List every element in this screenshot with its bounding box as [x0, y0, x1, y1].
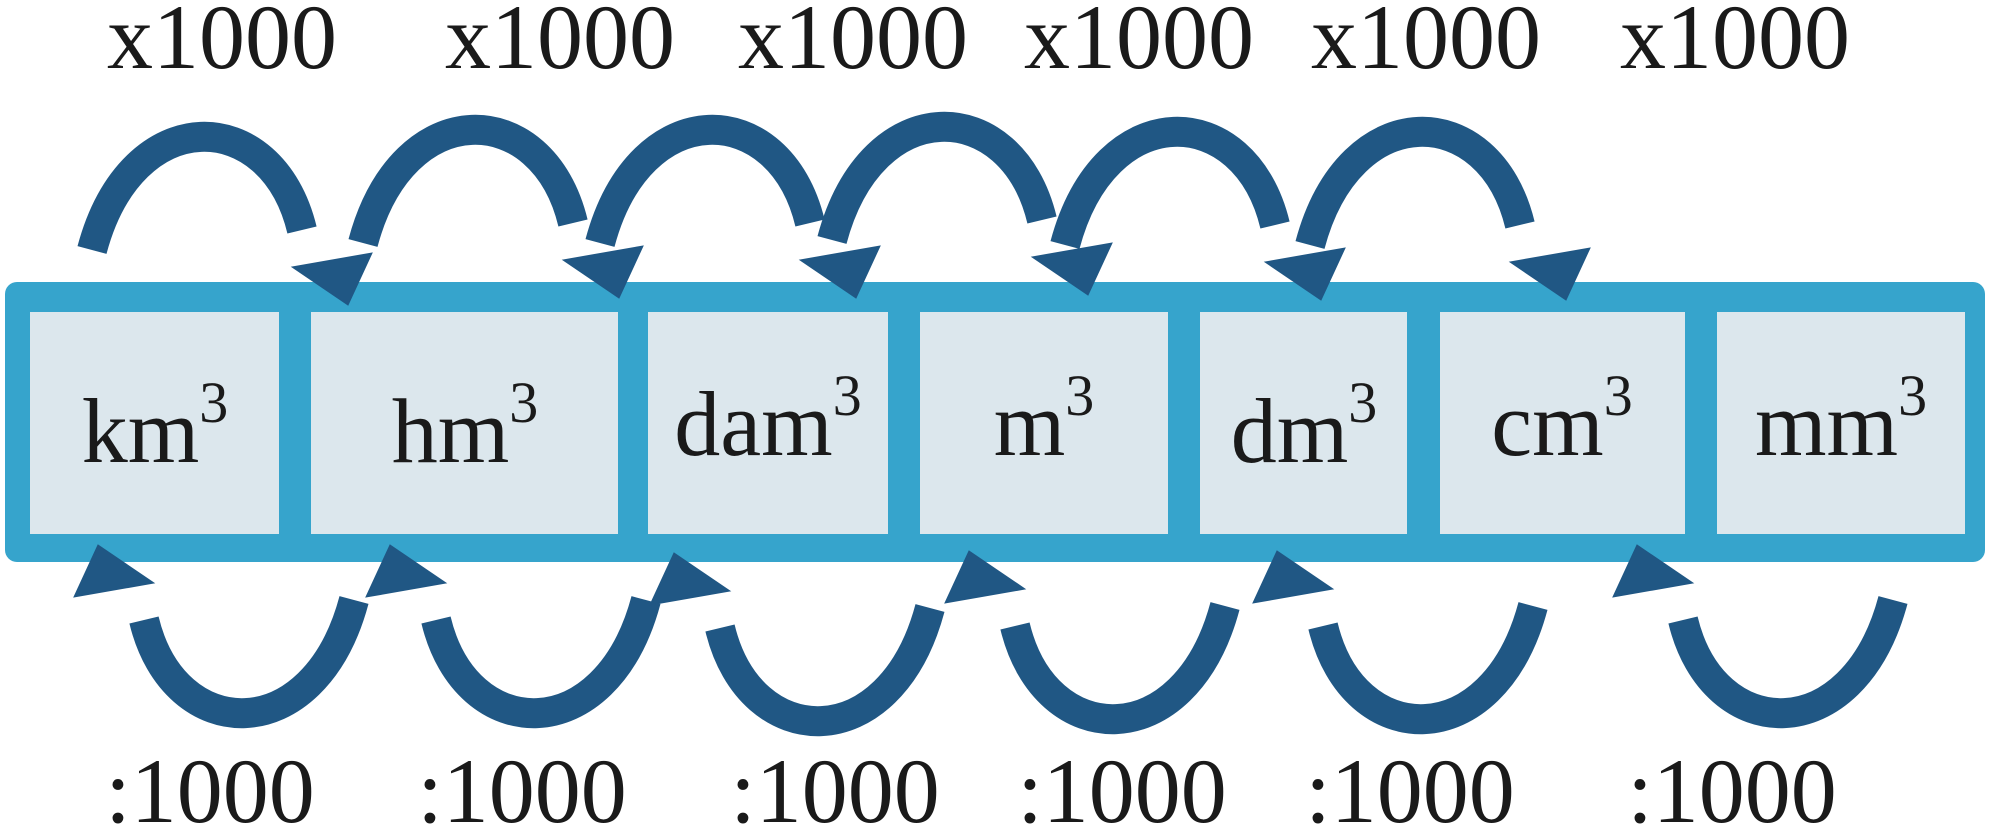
divide-label: :1000: [1017, 740, 1227, 827]
unit-cell-hm3: [311, 312, 618, 534]
divide-label: :1000: [417, 740, 627, 827]
unit-cell-m3: [920, 312, 1168, 534]
multiply-label: x1000: [1620, 0, 1850, 88]
unit-cell-km3: [30, 312, 279, 534]
curved-arrow-icon: [1310, 132, 1590, 300]
divide-label: :1000: [1627, 740, 1837, 827]
divide-labels: :1000 :1000 :1000 :1000 :1000 :1000: [105, 740, 1837, 827]
curved-arrow-icon: [650, 553, 930, 721]
unit-label-hm3: hm3: [392, 370, 539, 482]
multiply-label: x1000: [1311, 0, 1541, 88]
unit-label-mm3: mm3: [1755, 363, 1927, 475]
multiply-label: x1000: [445, 0, 675, 88]
unit-cell-dam3: [648, 312, 888, 534]
unit-label-km3: km3: [82, 370, 229, 482]
curved-arrow-icon: [945, 551, 1225, 719]
multiply-labels: x1000 x1000 x1000 x1000 x1000 x1000: [107, 0, 1850, 88]
unit-labels: km3 hm3 dam3 m3 dm3 cm3 mm3: [82, 363, 1927, 482]
unit-cell-cm3: [1440, 312, 1685, 534]
curved-arrow-icon: [74, 545, 354, 713]
divide-label: :1000: [730, 740, 940, 827]
unit-cell-dm3: [1200, 312, 1407, 534]
curved-arrow-icon: [366, 545, 646, 713]
divide-arrows: [74, 545, 1893, 721]
multiply-label: x1000: [107, 0, 337, 88]
unit-label-cm3: cm3: [1491, 363, 1632, 475]
unit-label-m3: m3: [994, 363, 1095, 475]
unit-cells: [30, 312, 1965, 534]
curved-arrow-icon: [1613, 545, 1893, 713]
divide-label: :1000: [1305, 740, 1515, 827]
curved-arrow-icon: [1065, 132, 1345, 300]
unit-cell-mm3: [1717, 312, 1965, 534]
unit-label-dm3: dm3: [1231, 370, 1378, 482]
unit-label-dam3: dam3: [674, 363, 861, 475]
curved-arrow-icon: [92, 137, 372, 305]
divide-label: :1000: [105, 740, 315, 827]
curved-arrow-icon: [1253, 551, 1533, 719]
multiply-arrows: [92, 127, 1590, 305]
multiply-label: x1000: [1024, 0, 1254, 88]
multiply-label: x1000: [738, 0, 968, 88]
